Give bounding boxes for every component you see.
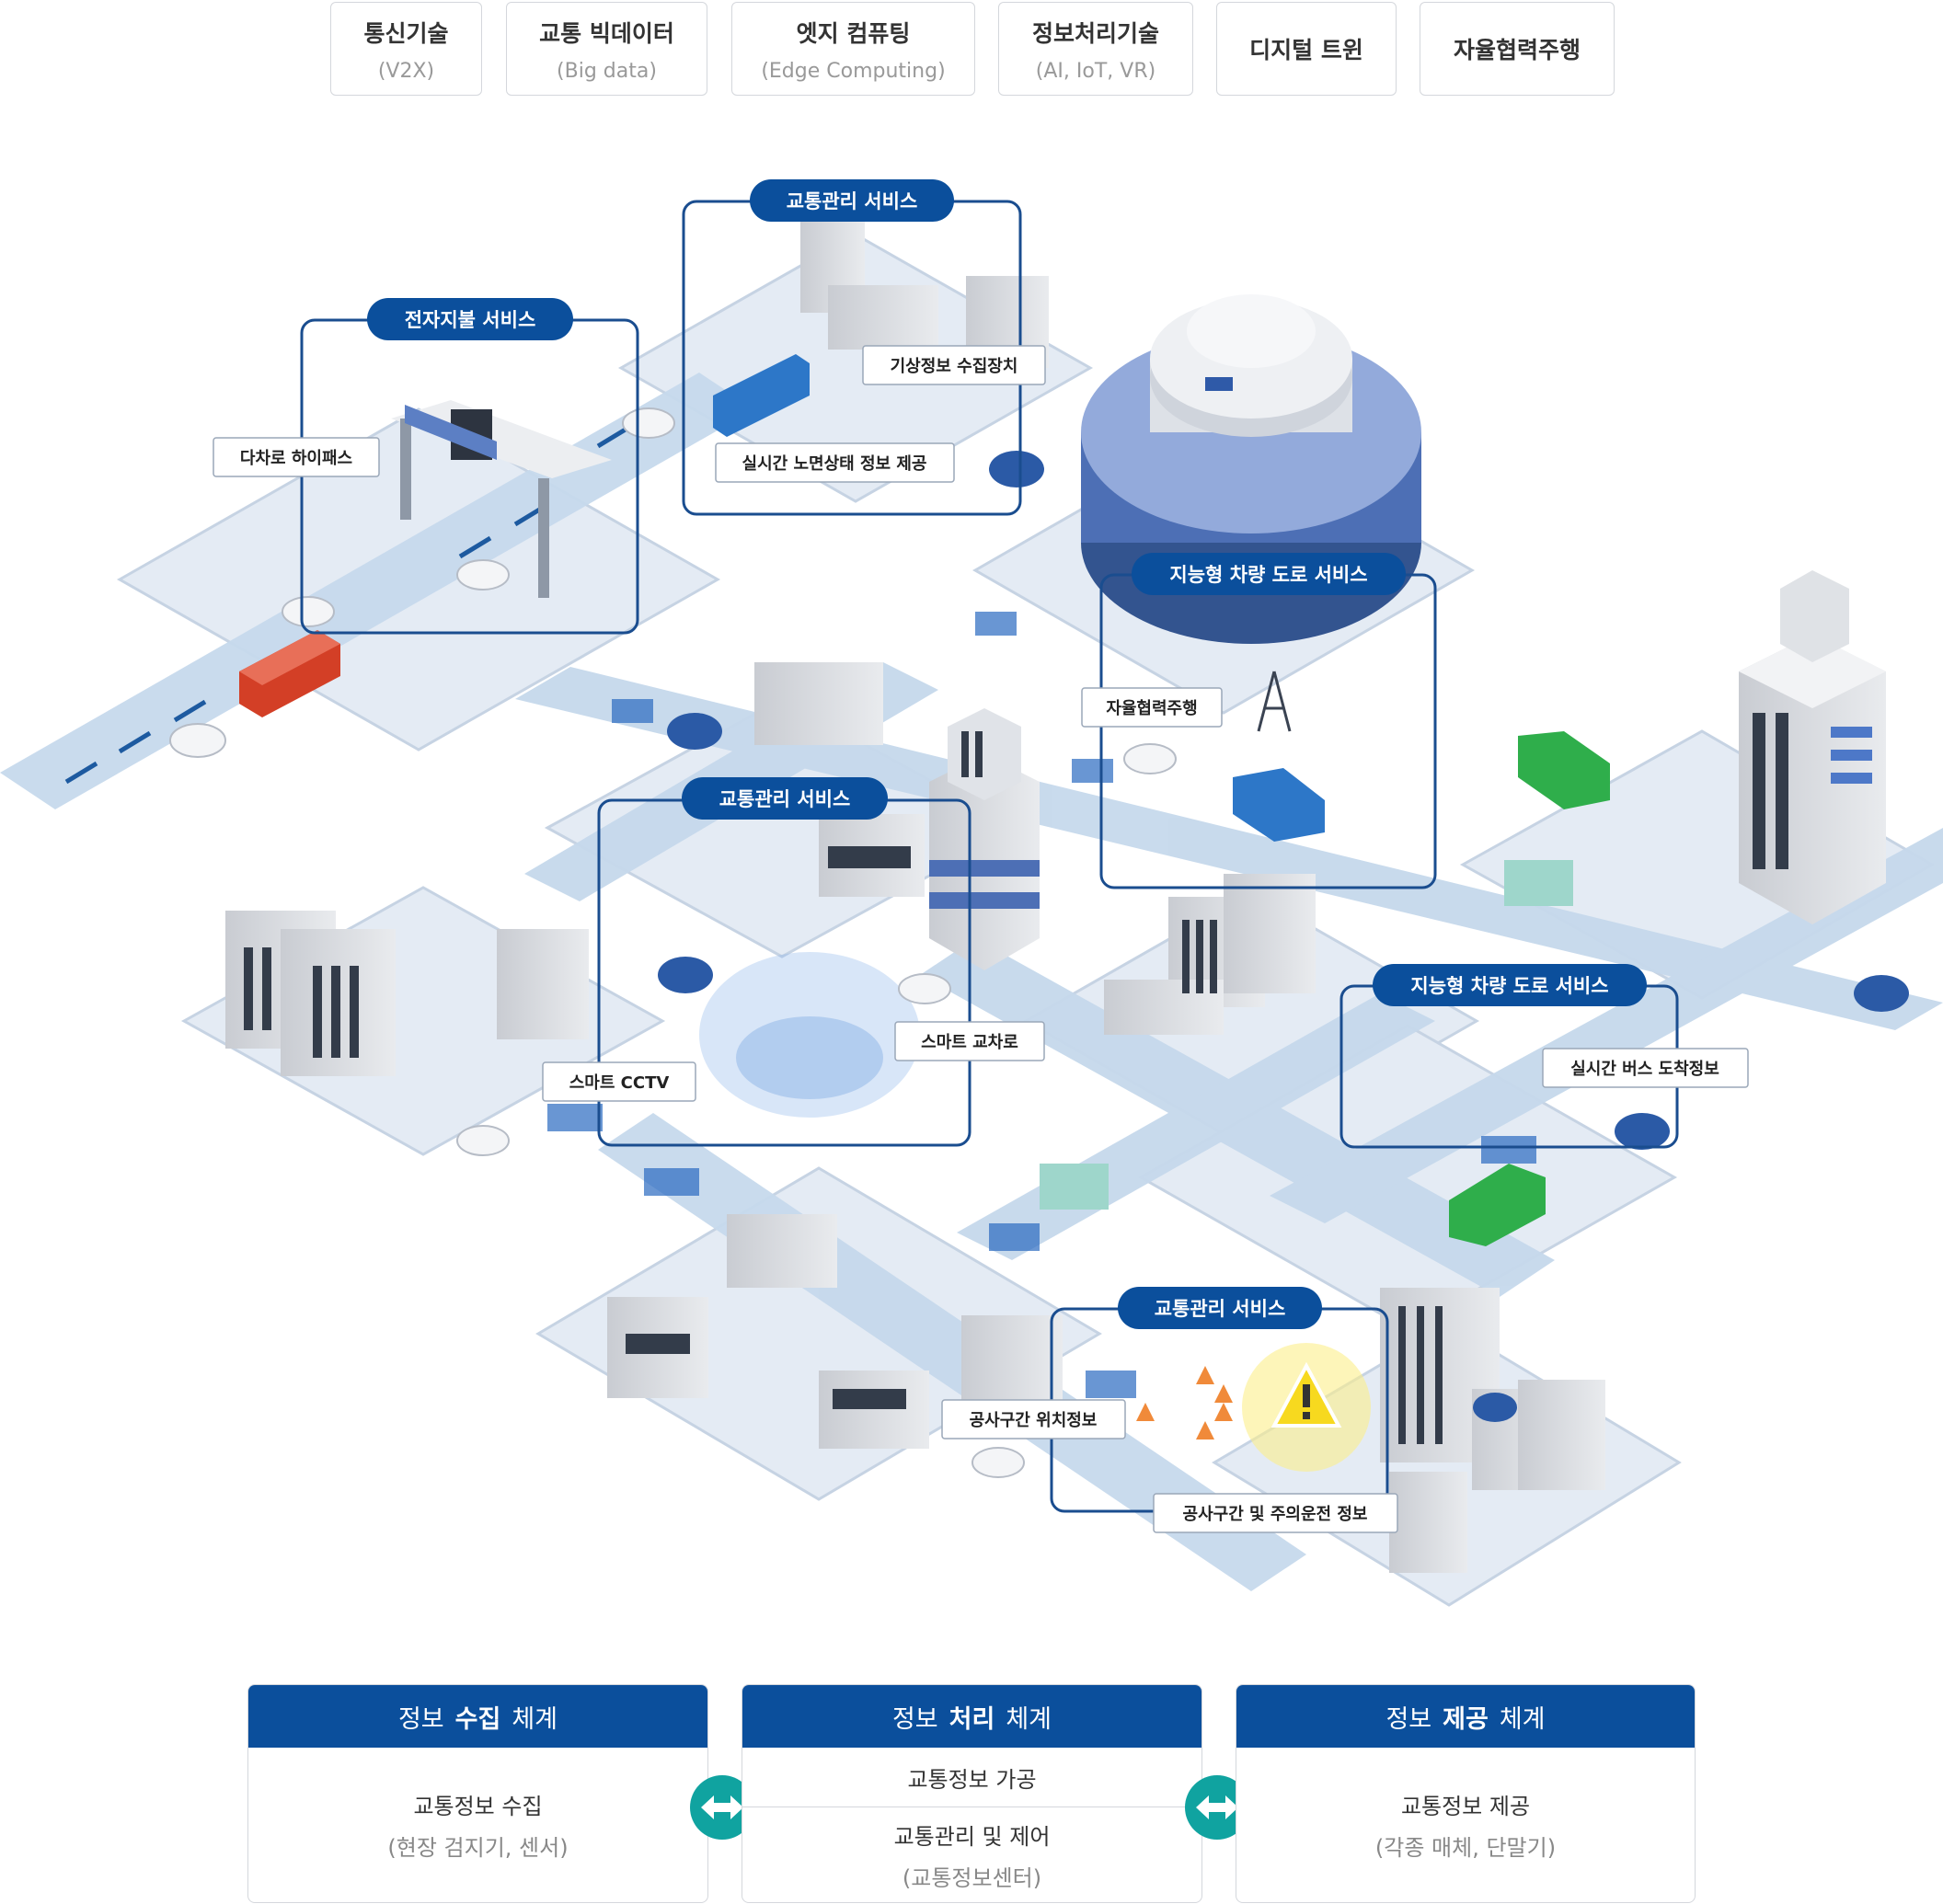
header-text: 정보	[1385, 1704, 1432, 1734]
system-collect: 정보 수집 체계 교통정보 수집 (현장 검지기, 센서)	[247, 1684, 708, 1903]
svg-text:다차로 하이패스: 다차로 하이패스	[240, 449, 352, 468]
technology-row: 통신기술 (V2X) 교통 빅데이터 (Big data) 엣지 컴퓨팅 (Ed…	[0, 0, 1943, 101]
svg-text:교통관리 서비스: 교통관리 서비스	[1155, 1298, 1286, 1320]
tech-digital-twin: 디지털 트윈	[1216, 2, 1397, 96]
header-text: 체계	[512, 1704, 558, 1734]
trucks	[1040, 860, 1573, 1210]
system-header: 정보 수집 체계	[248, 1685, 707, 1748]
svg-text:지능형 차량 도로 서비스: 지능형 차량 도로 서비스	[1169, 564, 1367, 586]
svg-text:스마트 CCTV: 스마트 CCTV	[569, 1073, 670, 1093]
svg-text:교통관리 서비스: 교통관리 서비스	[719, 788, 851, 810]
svg-text:실시간 버스 도착정보: 실시간 버스 도착정보	[1570, 1060, 1719, 1079]
label-smart-cross: 스마트 교차로	[894, 1021, 1045, 1061]
svg-text:지능형 차량 도로 서비스: 지능형 차량 도로 서비스	[1410, 975, 1608, 997]
tech-info-processing: 정보처리기술 (AI, IoT, VR)	[998, 2, 1193, 96]
tech-title: 정보처리기술	[1031, 19, 1159, 47]
green-bus-1	[1518, 731, 1610, 809]
tech-title: 통신기술	[363, 19, 449, 47]
center-tower	[929, 708, 1040, 970]
header-text: 정보	[891, 1704, 938, 1734]
green-bus-2	[1449, 1164, 1546, 1246]
system-sub: (현장 검지기, 센서)	[387, 1835, 569, 1861]
antenna-tower	[1257, 671, 1292, 732]
system-line: 교통정보 제공	[1400, 1794, 1531, 1819]
label-construction-location: 공사구간 위치정보	[941, 1399, 1126, 1439]
tech-title: 교통 빅데이터	[539, 19, 674, 47]
building-windows	[244, 846, 1443, 1444]
tech-edge: 엣지 컴퓨팅 (Edge Computing)	[731, 2, 975, 96]
header-keyword: 제공	[1443, 1704, 1489, 1734]
blue-bus-right	[1233, 768, 1325, 842]
tech-title: 엣지 컴퓨팅	[796, 19, 911, 47]
system-provide: 정보 제공 체계 교통정보 제공 (각종 매체, 단말기)	[1236, 1684, 1696, 1903]
tech-autonomous: 자율협력주행	[1420, 2, 1615, 96]
tech-subtitle: (AI, IoT, VR)	[1035, 59, 1156, 83]
system-sub: (교통정보센터)	[902, 1865, 1042, 1891]
label-smart-cctv: 스마트 CCTV	[542, 1061, 696, 1102]
tech-subtitle: (Edge Computing)	[761, 59, 946, 83]
intelligent-road-service-badge-2: 지능형 차량 도로 서비스	[1373, 964, 1647, 1006]
label-autonomous: 자율협력주행	[1081, 687, 1223, 728]
callout-labels: 다차로 하이패스 기상정보 수집장치 실시간 노면상태 정보 제공 자율협력주행…	[213, 345, 1749, 1533]
traffic-service-badge-top: 교통관리 서비스	[750, 179, 954, 222]
svg-text:교통관리 서비스: 교통관리 서비스	[787, 190, 918, 212]
red-bus	[239, 630, 340, 717]
header-keyword: 수집	[454, 1704, 501, 1734]
service-boxes: 전자지불 서비스 교통관리 서비스 지능형 차량 도로 서비스 교통관리 서비스…	[300, 179, 1679, 1513]
label-construction-warning: 공사구간 및 주의운전 정보	[1153, 1493, 1398, 1533]
traffic-service-badge-mid: 교통관리 서비스	[682, 777, 888, 820]
tech-title: 디지털 트윈	[1249, 37, 1363, 63]
label-road-surface: 실시간 노면상태 정보 제공	[715, 442, 955, 483]
buildings	[225, 184, 1886, 1573]
blue-bus-top	[713, 354, 810, 437]
payment-service-badge: 전자지불 서비스	[367, 298, 573, 340]
crosswalks	[547, 612, 1536, 1398]
header-keyword: 처리	[949, 1704, 995, 1734]
office-tower	[1739, 570, 1886, 924]
system-line: 교통관리 및 제어	[893, 1824, 1051, 1850]
tech-subtitle: (V2X)	[377, 59, 435, 83]
svg-text:자율협력주행: 자율협력주행	[1106, 698, 1197, 718]
system-process: 정보 처리 체계 교통정보 가공 교통관리 및 제어 (교통정보센터)	[742, 1684, 1202, 1903]
system-header: 정보 처리 체계	[742, 1685, 1201, 1748]
svg-text:공사구간 위치정보: 공사구간 위치정보	[970, 1411, 1098, 1430]
system-header: 정보 제공 체계	[1236, 1685, 1695, 1748]
label-bus-arrival: 실시간 버스 도착정보	[1542, 1048, 1749, 1088]
city-scene: 전자지불 서비스 교통관리 서비스 지능형 차량 도로 서비스 교통관리 서비스…	[0, 179, 1943, 1607]
vehicles	[169, 354, 1909, 1478]
svg-text:공사구간 및 주의운전 정보: 공사구간 및 주의운전 정보	[1183, 1505, 1368, 1524]
warning-sign	[1242, 1343, 1371, 1472]
smart-intersection-glow	[699, 952, 920, 1118]
tech-title: 자율협력주행	[1453, 37, 1581, 63]
system-line: 교통정보 가공	[907, 1766, 1037, 1793]
label-weather: 기상정보 수집장치	[862, 345, 1046, 385]
system-sub: (각종 매체, 단말기)	[1374, 1835, 1557, 1861]
blue-cars	[658, 451, 1909, 1422]
header-text: 체계	[1499, 1704, 1546, 1734]
toll-gate	[391, 400, 612, 598]
traffic-service-badge-bottom: 교통관리 서비스	[1118, 1287, 1322, 1329]
svg-text:기상정보 수집장치: 기상정보 수집장치	[891, 357, 1018, 376]
traffic-cones	[1136, 1366, 1233, 1439]
label-hipass: 다차로 하이패스	[213, 437, 380, 477]
tech-v2x: 통신기술 (V2X)	[330, 2, 482, 96]
intelligent-road-service-badge-1: 지능형 차량 도로 서비스	[1132, 553, 1406, 595]
tech-bigdata: 교통 빅데이터 (Big data)	[506, 2, 707, 96]
header-text: 정보	[397, 1704, 444, 1734]
svg-text:실시간 노면상태 정보 제공: 실시간 노면상태 정보 제공	[742, 454, 927, 474]
white-cars	[169, 407, 1177, 1478]
system-line: 교통정보 수집	[413, 1794, 543, 1819]
svg-text:전자지불 서비스: 전자지불 서비스	[405, 309, 536, 331]
tech-subtitle: (Big data)	[557, 59, 657, 83]
header-text: 체계	[1006, 1704, 1052, 1734]
svg-text:스마트 교차로: 스마트 교차로	[921, 1033, 1018, 1052]
